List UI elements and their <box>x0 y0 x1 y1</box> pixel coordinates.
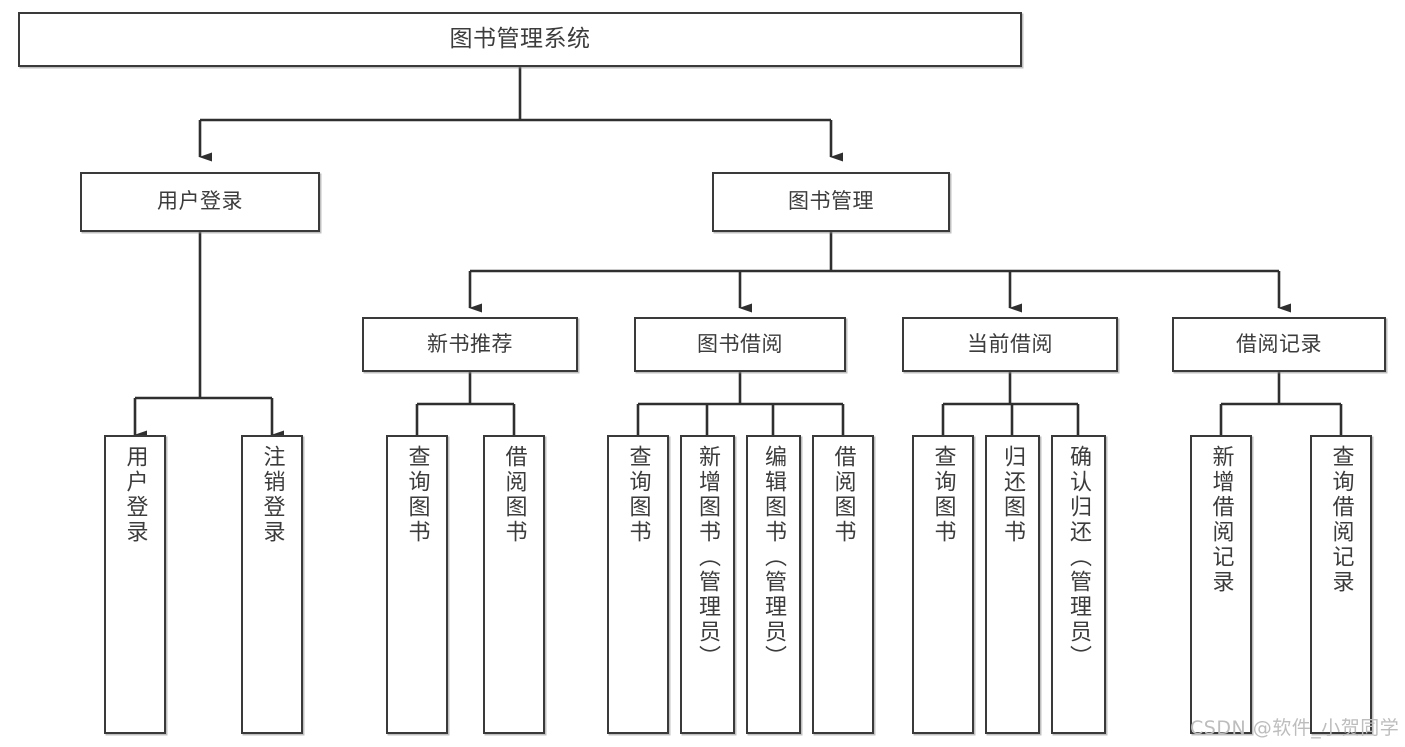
node-current-borrow-label: 当前借阅 <box>967 331 1053 356</box>
node-leaf-add-borrow-record[interactable]: 新增借阅记录 <box>1190 435 1252 734</box>
node-root-label: 图书管理系统 <box>449 25 591 52</box>
node-borrow-record-label: 借阅记录 <box>1236 331 1322 356</box>
node-leaf-query-book-cur[interactable]: 查询图书 <box>912 435 974 734</box>
node-leaf-borrow-book-rec[interactable]: 借阅图书 <box>483 435 545 734</box>
node-leaf-user-login[interactable]: 用户登录 <box>104 435 166 734</box>
node-leaf-query-book-rec[interactable]: 查询图书 <box>386 435 448 734</box>
node-leaf-user-login-label: 用户登录 <box>122 445 148 545</box>
node-leaf-edit-book[interactable]: 编辑图书（管理员） <box>746 435 801 734</box>
node-leaf-query-book-brw[interactable]: 查询图书 <box>607 435 669 734</box>
node-leaf-add-book-label: 新增图书（管理员） <box>695 445 721 670</box>
node-leaf-logout[interactable]: 注销登录 <box>241 435 303 734</box>
node-new-book-recommend[interactable]: 新书推荐 <box>362 317 578 372</box>
node-book-borrow[interactable]: 图书借阅 <box>634 317 846 372</box>
node-leaf-add-borrow-record-label: 新增借阅记录 <box>1208 445 1234 595</box>
node-borrow-record[interactable]: 借阅记录 <box>1172 317 1386 372</box>
node-leaf-edit-book-label: 编辑图书（管理员） <box>761 445 787 670</box>
node-leaf-borrow-book-brw-label: 借阅图书 <box>830 445 856 545</box>
node-leaf-borrow-book-brw[interactable]: 借阅图书 <box>812 435 874 734</box>
node-leaf-query-borrow-record[interactable]: 查询借阅记录 <box>1310 435 1372 734</box>
node-book-manage-label: 图书管理 <box>788 189 874 214</box>
node-user-login[interactable]: 用户登录 <box>80 172 320 232</box>
node-new-book-recommend-label: 新书推荐 <box>427 331 513 356</box>
edge-group <box>133 67 1353 446</box>
node-leaf-query-borrow-record-label: 查询借阅记录 <box>1328 445 1354 595</box>
node-current-borrow[interactable]: 当前借阅 <box>902 317 1118 372</box>
node-leaf-logout-label: 注销登录 <box>259 445 285 545</box>
node-book-manage[interactable]: 图书管理 <box>712 172 950 232</box>
node-leaf-confirm-return[interactable]: 确认归还（管理员） <box>1051 435 1106 734</box>
node-user-login-label: 用户登录 <box>157 189 243 214</box>
node-leaf-return-book-label: 归还图书 <box>1000 445 1026 545</box>
node-book-borrow-label: 图书借阅 <box>697 331 783 356</box>
node-leaf-query-book-brw-label: 查询图书 <box>625 445 651 545</box>
node-leaf-return-book[interactable]: 归还图书 <box>985 435 1040 734</box>
node-leaf-borrow-book-rec-label: 借阅图书 <box>501 445 527 545</box>
node-leaf-query-book-cur-label: 查询图书 <box>930 445 956 545</box>
node-leaf-confirm-return-label: 确认归还（管理员） <box>1066 445 1092 670</box>
node-leaf-add-book[interactable]: 新增图书（管理员） <box>680 435 735 734</box>
node-root[interactable]: 图书管理系统 <box>18 12 1022 67</box>
node-leaf-query-book-rec-label: 查询图书 <box>404 445 430 545</box>
